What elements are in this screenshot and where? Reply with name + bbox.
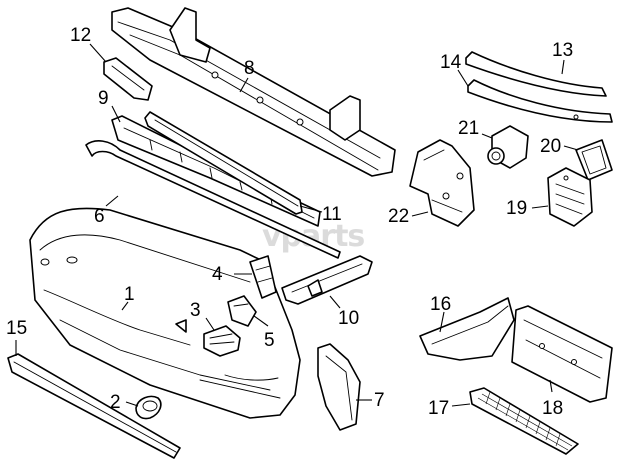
callout-20: 20	[540, 136, 561, 157]
part-side-bracket	[419, 297, 515, 361]
callout-3: 3	[190, 300, 201, 321]
callout-1: 1	[124, 284, 135, 305]
part-sensor-bracket	[409, 139, 475, 227]
part-fog-lamp-cover	[135, 395, 162, 420]
part-lower-molding	[467, 79, 613, 123]
part-sensor-housing	[547, 167, 593, 227]
leader-lines	[15, 43, 579, 407]
callout-7: 7	[374, 390, 385, 411]
callout-19: 19	[506, 198, 527, 219]
part-guide-rail	[281, 255, 373, 305]
callout-14: 14	[440, 52, 462, 73]
part-bumper-cover	[29, 207, 301, 419]
callout-8: 8	[244, 58, 255, 79]
part-trim-strip	[85, 140, 341, 259]
callout-18: 18	[542, 398, 563, 419]
part-sensor-frame	[575, 139, 613, 181]
callout-9: 9	[98, 88, 109, 109]
callout-11: 11	[322, 204, 342, 225]
part-grille-insert	[203, 325, 241, 357]
callout-21: 21	[458, 118, 479, 139]
callout-4: 4	[212, 264, 223, 285]
part-closing-panel	[511, 305, 613, 403]
part-lower-grille	[469, 387, 579, 455]
callout-22: 22	[388, 206, 409, 227]
part-small-bracket	[103, 57, 153, 101]
part-upper-molding	[465, 51, 607, 97]
part-mud-flap	[317, 343, 361, 431]
part-bracket-right	[227, 295, 257, 327]
callout-6: 6	[94, 206, 105, 227]
callout-10: 10	[338, 308, 359, 329]
callout-12: 12	[70, 25, 91, 46]
callout-5: 5	[264, 330, 275, 351]
callout-15: 15	[6, 318, 27, 339]
part-bracket-left	[249, 255, 277, 299]
callout-17: 17	[428, 398, 449, 419]
callout-16: 16	[430, 294, 451, 315]
callout-2: 2	[110, 392, 121, 413]
part-impact-bar	[111, 7, 396, 177]
part-sensor	[487, 125, 529, 169]
part-absorber-strip	[144, 111, 303, 215]
callout-13: 13	[552, 40, 573, 61]
